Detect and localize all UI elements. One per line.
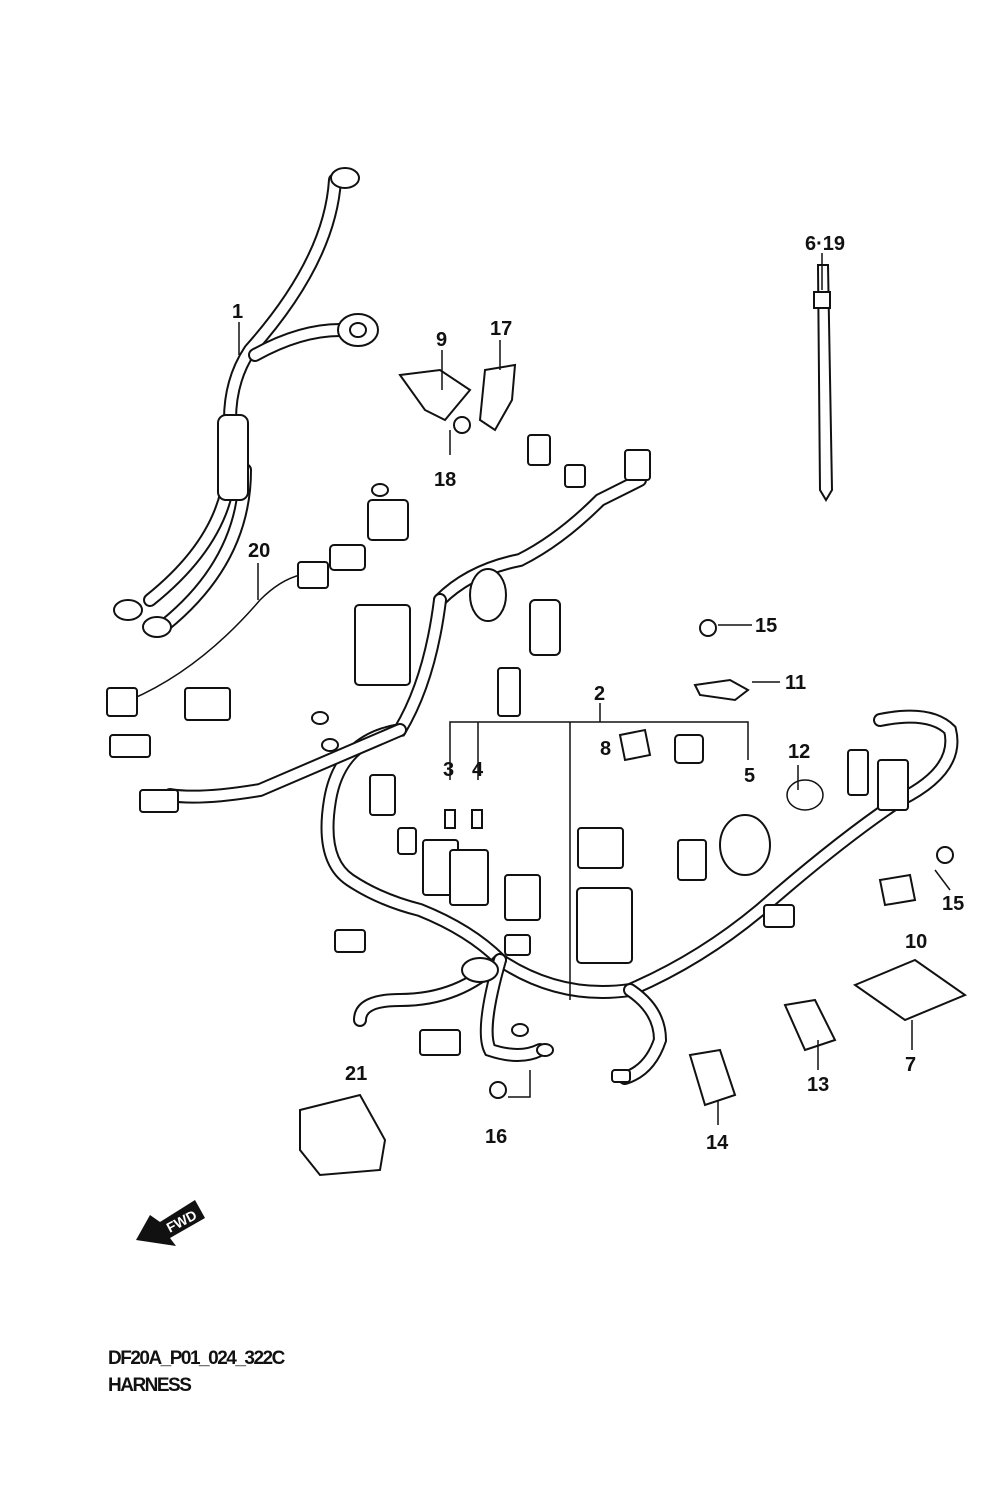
callout-15a: 15 xyxy=(755,615,777,637)
part-2-main-harness xyxy=(109,434,959,1085)
callout-5: 5 xyxy=(744,765,755,787)
part-20-sub-harness xyxy=(106,544,366,717)
callout-1: 1 xyxy=(232,301,243,323)
callout-4: 4 xyxy=(472,759,484,781)
callout-3: 3 xyxy=(443,759,454,781)
part-1-battery-cable xyxy=(113,167,379,638)
callout-9: 9 xyxy=(436,329,447,351)
leader-lines xyxy=(238,253,951,1125)
diagram-title: HARNESS xyxy=(108,1375,192,1396)
fwd-arrow: FWD xyxy=(136,1200,205,1246)
callout-21: 21 xyxy=(345,1063,367,1085)
callouts: 1 2 3 4 5 6·19 7 8 9 10 11 12 13 14 15 1… xyxy=(232,233,964,1154)
callout-2: 2 xyxy=(594,683,605,705)
callout-15b: 15 xyxy=(942,893,964,915)
callout-8: 8 xyxy=(600,738,611,760)
callout-7: 7 xyxy=(905,1054,916,1076)
callout-14: 14 xyxy=(706,1132,729,1154)
callout-10: 10 xyxy=(905,931,927,953)
callout-13: 13 xyxy=(807,1074,829,1096)
callout-18: 18 xyxy=(434,469,456,491)
callout-6-19: 6·19 xyxy=(805,233,845,255)
callout-16: 16 xyxy=(485,1126,507,1148)
callout-20: 20 xyxy=(248,540,270,562)
callout-17: 17 xyxy=(490,318,512,340)
diagram-code: DF20A_P01_024_322C xyxy=(108,1348,285,1369)
small-parts xyxy=(299,264,968,1177)
callout-11: 11 xyxy=(785,672,806,694)
callout-12: 12 xyxy=(788,741,810,763)
